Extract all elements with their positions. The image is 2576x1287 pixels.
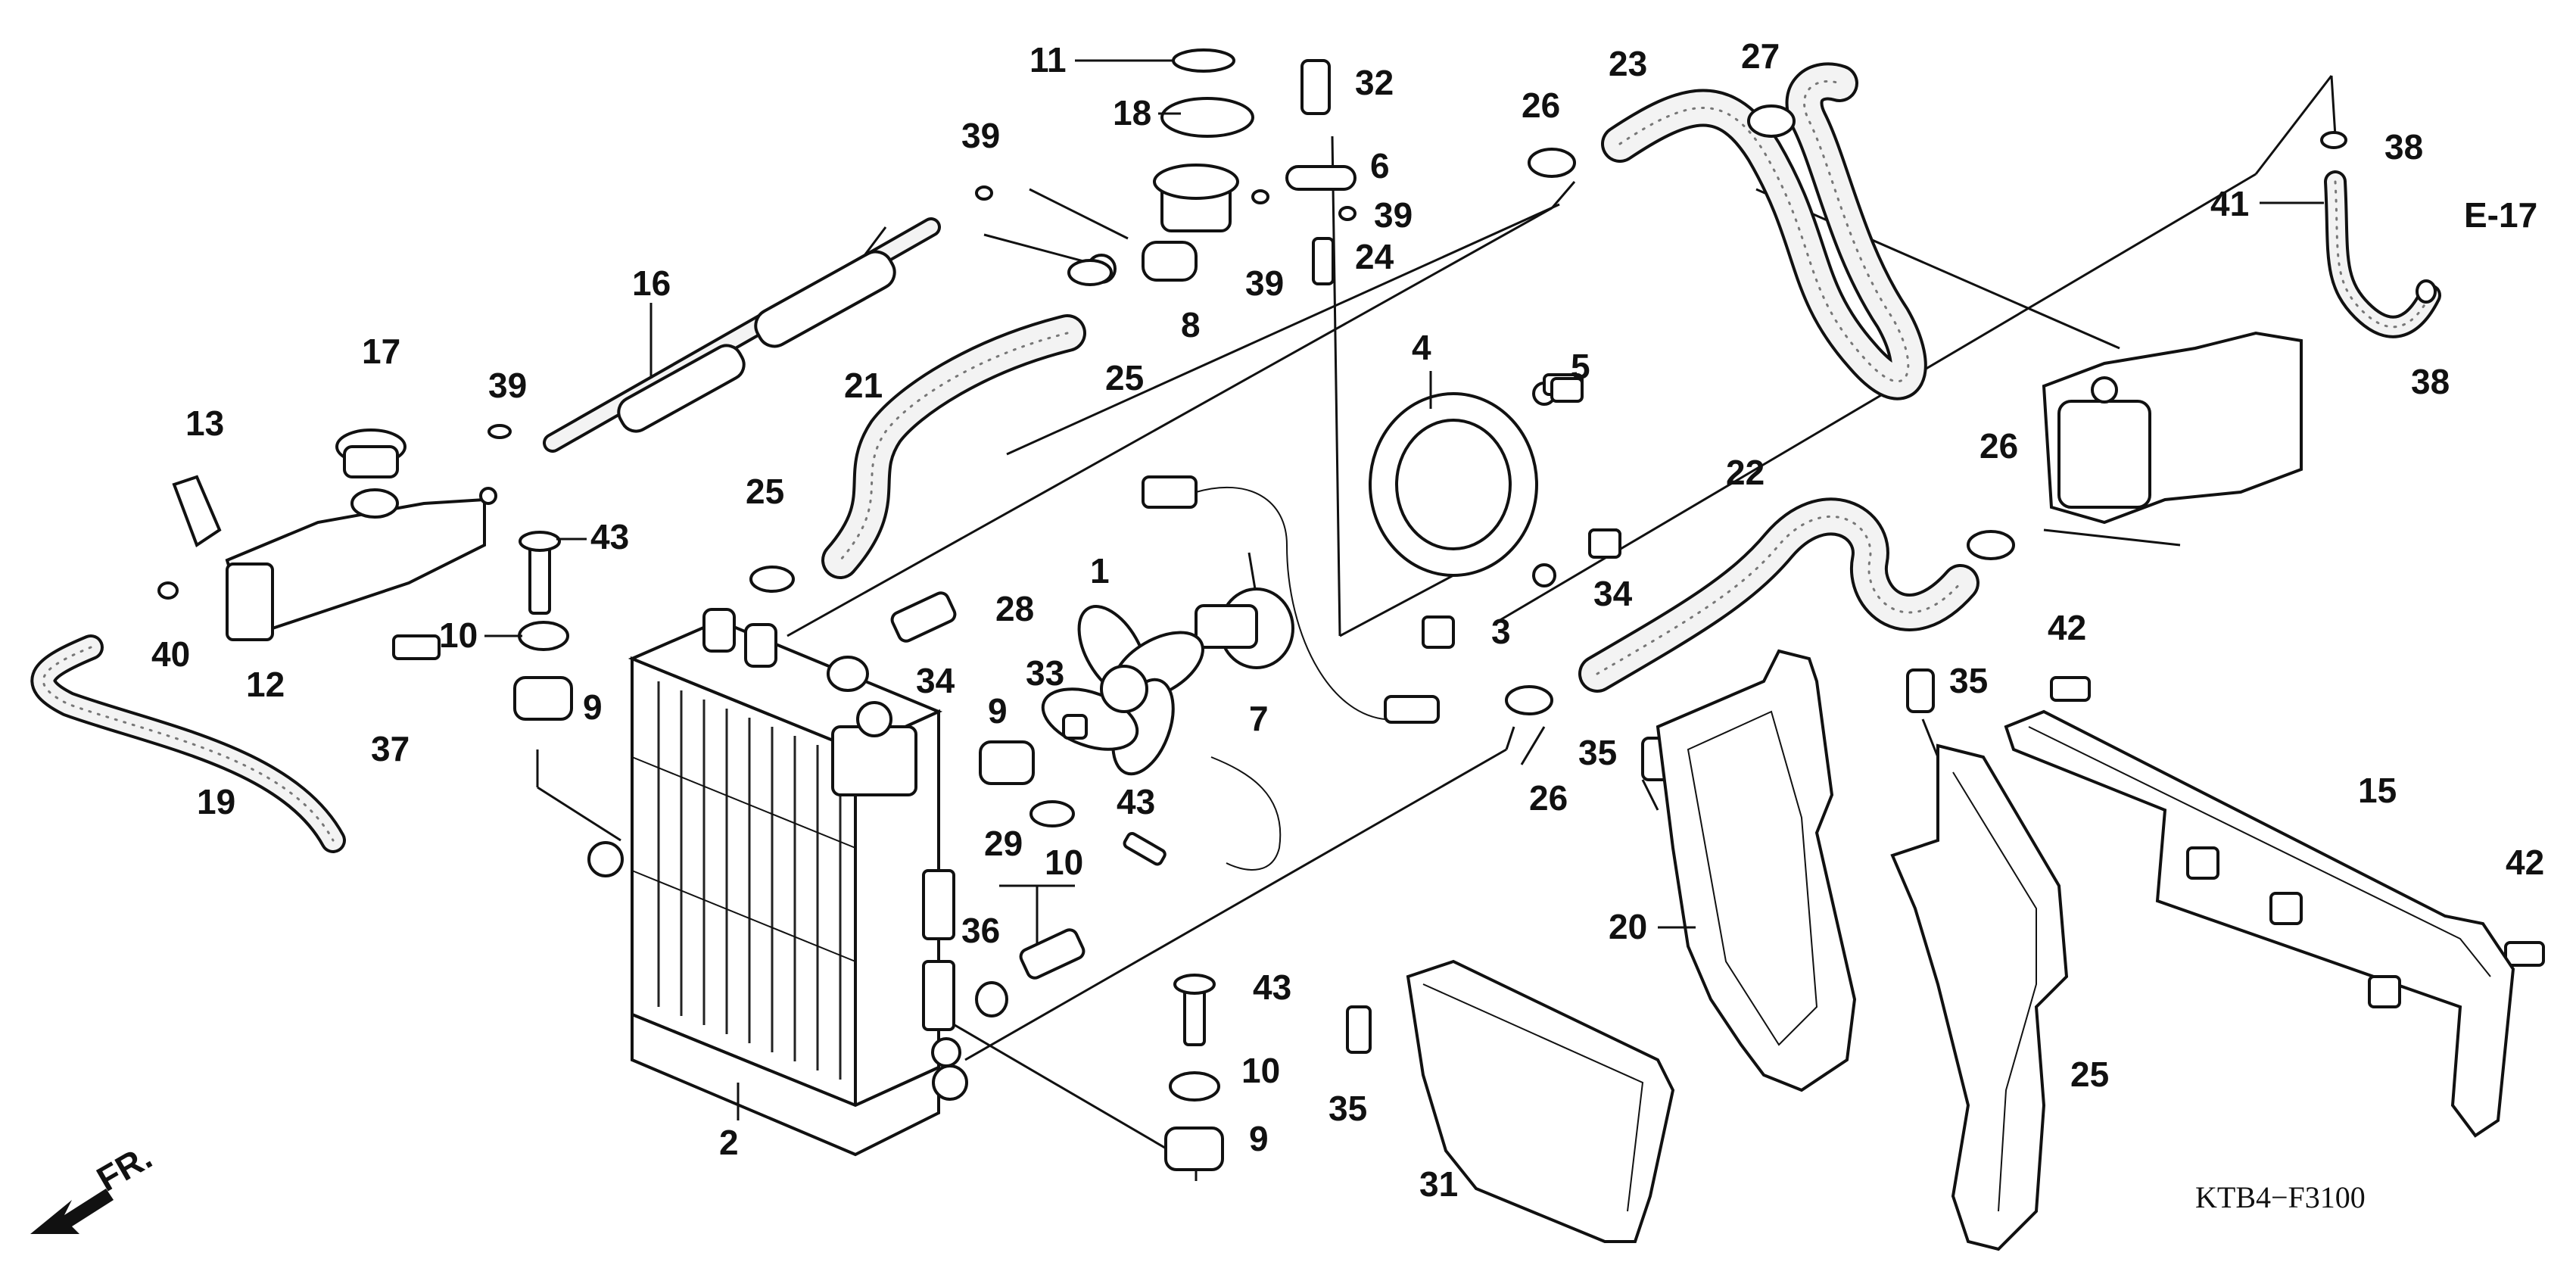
callout-7: 7 [1249,699,1269,738]
callout-20: 21 [844,366,883,405]
front-arrow: FR. [30,1137,158,1234]
callout-11: 11 [1029,40,1067,79]
hose-20 [821,314,1086,579]
bracket-30 [1406,959,1675,1243]
callout-14: 15 [2358,771,2397,810]
hose-17 [30,634,346,853]
callout-40: 40 [151,634,190,674]
callout-21: 24 [1355,237,1394,276]
assembly-lines [536,75,2337,1181]
callout-8: 8 [1181,305,1201,344]
callout-23: 22 [1726,453,1765,492]
ref-e17: E-17 [2464,195,2537,235]
callout-16: 17 [362,332,400,371]
callout-labels: 11 18 32 6 39 39 39 39 24 8 25 25 16 21 … [151,36,2544,1204]
callout-26c: 26 [1529,778,1568,818]
callout-37: 37 [371,729,410,768]
callout-9b: 9 [988,691,1008,731]
callout-10a: 10 [439,615,478,655]
callout-35c: 35 [1328,1089,1367,1128]
callout-10b: 10 [1045,843,1083,882]
callout-27: 27 [1741,36,1780,76]
callout-9a: 9 [583,687,603,727]
callout-43b: 43 [1117,782,1155,821]
callout-41: 41 [2210,184,2249,223]
callout-13: 13 [185,404,224,443]
callout-25b: 25 [746,472,784,511]
direction-label: FR. [90,1137,158,1199]
callout-39b: 39 [1374,195,1413,235]
callout-1: 1 [1090,551,1110,591]
callout-38a: 38 [2384,127,2423,167]
reserve-tank [172,428,497,641]
hose-23 [1578,497,1980,693]
callout-12: 12 [246,665,285,704]
callout-19: 20 [1609,907,1647,946]
callout-22: 25 [2070,1055,2109,1094]
filler-neck [1086,48,1357,285]
shroud-22 [1890,743,2069,1251]
bracket-14 [2004,709,2515,1138]
callout-5: 5 [1571,347,1590,386]
callout-2: 2 [719,1123,739,1162]
callout-43c: 43 [1253,968,1291,1007]
hose-41 [2324,170,2441,338]
radiator-core [631,681,856,1080]
thermostat-housing [2042,331,2303,525]
callout-26a: 26 [1522,86,1560,125]
callout-39a: 39 [961,116,1000,155]
callout-42a: 42 [2048,608,2086,647]
hose-15 [543,217,941,453]
callout-31: 32 [1355,63,1394,102]
callout-4: 4 [1412,328,1431,367]
callout-25a: 25 [1105,358,1144,397]
callout-26b: 26 [1980,426,2018,466]
callout-43a: 43 [590,517,629,556]
callout-18: 18 [1113,93,1151,132]
callout-24: 23 [1609,44,1647,83]
callout-34: 34 [916,661,955,700]
callout-39c: 39 [1245,263,1284,303]
callout-42b: 42 [2506,843,2544,882]
callout-28: 28 [995,589,1034,628]
callout-17: 19 [197,782,235,821]
callout-35a: 35 [1578,733,1617,772]
diagram-code: KTB4−F3100 [2195,1180,2366,1214]
callout-10c: 10 [1241,1051,1280,1090]
callout-36: 36 [961,911,1000,950]
shroud-19 [1656,649,1857,1092]
callout-35b: 35 [1949,661,1988,700]
callout-33: 33 [1026,653,1064,693]
callout-39d: 39 [488,366,527,405]
callout-3: 3 [1491,612,1511,651]
hardware [157,104,2545,1171]
callout-9c: 9 [1249,1119,1269,1158]
fan-assembly [1041,373,1621,871]
callout-15: 16 [632,263,671,303]
hose-24 [1601,62,1927,400]
callout-6: 6 [1370,146,1390,185]
callout-38b: 38 [2411,362,2450,401]
callout-29: 29 [984,824,1023,863]
callout-32: 34 [1593,574,1633,613]
callout-30: 31 [1419,1164,1458,1204]
radiator [587,608,968,1157]
